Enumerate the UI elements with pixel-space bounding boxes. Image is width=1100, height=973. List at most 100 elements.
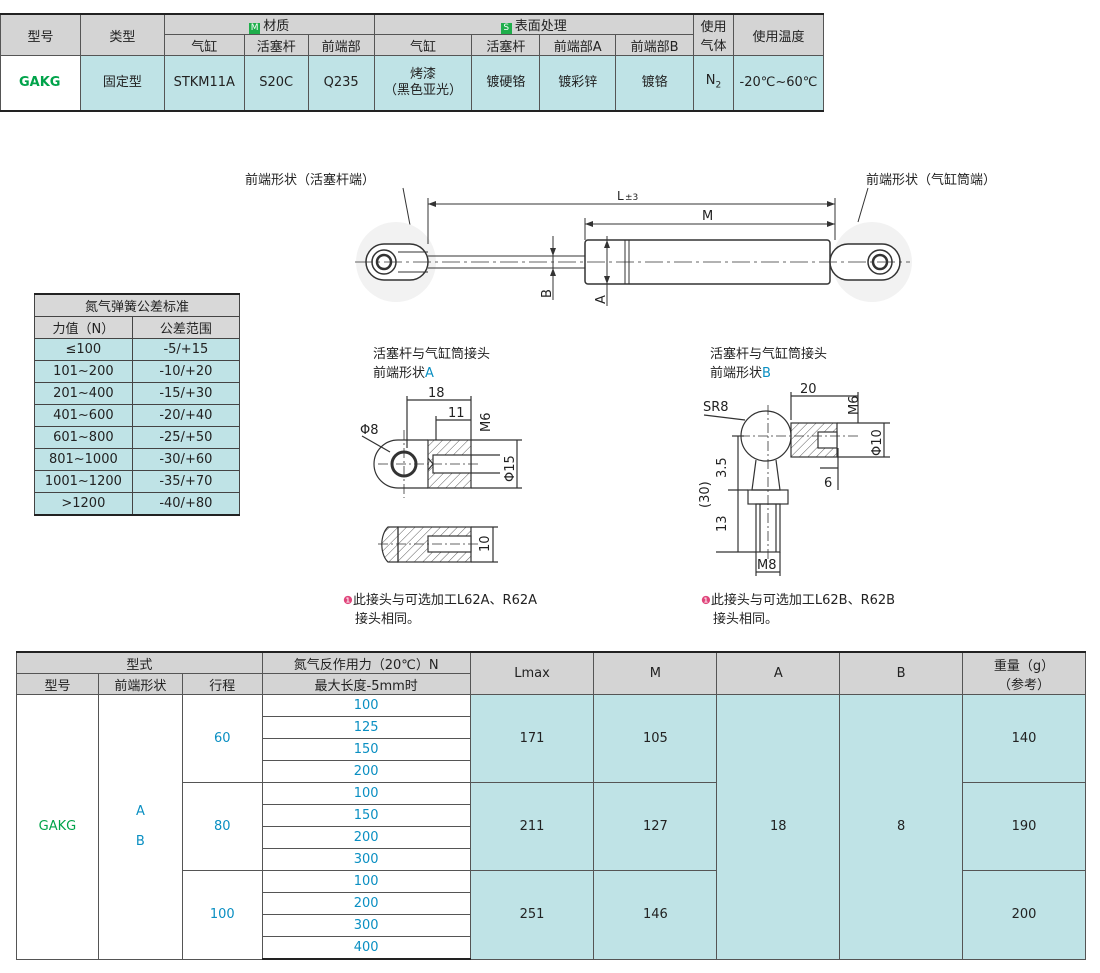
info-icon: ❶ <box>343 594 353 607</box>
header-force-sub: 最大长度-5mm时 <box>261 673 471 695</box>
jointB-dim-30: (30) <box>698 481 713 508</box>
spec-surf-rod-cell: 镀硬铬 <box>471 55 541 112</box>
tolerance-header-force: 力值（N） <box>34 316 133 339</box>
m-cell: 146 <box>593 870 718 960</box>
header-front-shape: 前端形状 <box>97 673 183 695</box>
tolerance-force: 601~800 <box>34 426 133 449</box>
force-cell: 150 <box>261 738 471 761</box>
m-cell: 127 <box>593 782 718 871</box>
force-cell: 200 <box>261 826 471 849</box>
spec-header-surf-cyl: 气缸 <box>373 34 473 56</box>
tolerance-range: -30/+60 <box>131 448 241 471</box>
lmax-cell: 171 <box>469 694 595 783</box>
stroke-cell: 100 <box>181 870 263 960</box>
tolerance-range: -15/+30 <box>131 382 241 405</box>
jointA-dim-phi8: Φ8 <box>360 423 379 438</box>
model-cell: GAKG <box>16 694 99 960</box>
header-model: 型号 <box>16 673 99 695</box>
force-cell: 100 <box>261 870 471 893</box>
lmax-cell: 211 <box>469 782 595 871</box>
b-cell: 8 <box>839 694 964 960</box>
tolerance-range: -25/+50 <box>131 426 241 449</box>
force-cell: 150 <box>261 804 471 827</box>
force-cell: 300 <box>261 848 471 871</box>
header-b: B <box>839 651 964 695</box>
jointA-dim-10: 10 <box>478 535 493 552</box>
jointA-dim-18: 18 <box>428 386 445 401</box>
dim-A: A <box>594 295 609 304</box>
spec-surf-frontb-cell: 镀铬 <box>615 55 694 112</box>
weight-cell: 190 <box>962 782 1086 871</box>
weight-cell: 140 <box>962 694 1086 783</box>
tolerance-range: -5/+15 <box>131 338 241 361</box>
header-lmax: Lmax <box>469 651 595 695</box>
spec-mat-front-cell: Q235 <box>307 55 375 112</box>
spec-header-model: 型号 <box>0 13 81 56</box>
header-a: A <box>716 651 841 695</box>
spec-model-cell: GAKG <box>0 55 81 112</box>
jointB-dim-m8: M8 <box>757 558 777 573</box>
tolerance-force: 401~600 <box>34 404 133 427</box>
jointB-dim-sr8: SR8 <box>703 400 729 415</box>
spec-mat-cyl-cell: STKM11A <box>163 55 245 112</box>
jointB-dim-6: 6 <box>824 476 832 491</box>
tolerance-force: 801~1000 <box>34 448 133 471</box>
dim-B: B <box>540 289 555 298</box>
tolerance-force: 1001~1200 <box>34 470 133 493</box>
a-cell: 18 <box>716 694 841 960</box>
spec-header-mat-cyl: 气缸 <box>163 34 245 56</box>
spec-surf-cyl-cell: 烤漆（黑色亚光） <box>373 55 473 112</box>
tolerance-range: -10/+20 <box>131 360 241 383</box>
tolerance-force: 201~400 <box>34 382 133 405</box>
spec-header-surf-fronta: 前端部A <box>539 34 617 56</box>
jointB-note: ❶此接头与可选加工L62B、R62B 接头相同。 <box>701 593 896 627</box>
header-m: M <box>593 651 718 695</box>
spec-header-type: 类型 <box>79 13 165 56</box>
jointB-dim-phi10: Φ10 <box>870 429 885 456</box>
spec-header-mat-front: 前端部 <box>307 34 375 56</box>
surface-badge-icon: S <box>500 23 512 34</box>
tolerance-force: >1200 <box>34 492 133 516</box>
tolerance-header-range: 公差范围 <box>131 316 241 339</box>
header-form: 型式 <box>16 651 263 674</box>
spec-surf-fronta-cell: 镀彩锌 <box>539 55 617 112</box>
jointB-dim-20: 20 <box>800 382 817 397</box>
stroke-cell: 60 <box>181 694 263 783</box>
force-cell: 100 <box>261 782 471 805</box>
tolerance-range: -20/+40 <box>131 404 241 427</box>
spec-header-gas: 使用气体 <box>693 13 734 56</box>
jointB-dim-13: 13 <box>715 515 730 532</box>
header-force: 氮气反作用力（20℃）N <box>261 651 471 674</box>
jointA-title: 活塞杆与气缸筒接头 前端形状A <box>373 347 491 381</box>
jointB-dim-m6: M6 <box>847 396 862 416</box>
tolerance-title: 氮气弹簧公差标准 <box>34 293 240 317</box>
force-cell: 200 <box>261 892 471 915</box>
tolerance-range: -35/+70 <box>131 470 241 493</box>
force-cell: 200 <box>261 760 471 783</box>
spec-temp-cell: -20℃~60℃ <box>732 55 825 112</box>
label-front-rod: 前端形状（活塞杆端） <box>245 172 375 188</box>
spec-gas-cell: N2 <box>693 55 734 112</box>
info-icon: ❶ <box>701 594 711 607</box>
jointA-drawing: 18 11 M6 Φ8 Φ15 10 <box>360 386 522 563</box>
jointA-dim-m6: M6 <box>479 413 494 433</box>
label-front-cyl: 前端形状（气缸筒端） <box>866 172 996 188</box>
spec-header-surf-rod: 活塞杆 <box>471 34 541 56</box>
gas-spring-drawing: 前端形状（活塞杆端） 前端形状（气缸筒端） L ±3 M B A <box>245 172 996 306</box>
jointB-dim-3-5: 3.5 <box>715 457 730 478</box>
spec-type-cell: 固定型 <box>79 55 165 112</box>
spec-header-surf-frontb: 前端部B <box>615 34 694 56</box>
force-cell: 400 <box>261 936 471 960</box>
force-cell: 100 <box>261 694 471 717</box>
jointA-dim-11: 11 <box>448 406 465 421</box>
jointB-title: 活塞杆与气缸筒接头 前端形状B <box>710 347 828 381</box>
dim-L-tol: ±3 <box>625 193 638 203</box>
weight-cell: 200 <box>962 870 1086 960</box>
tolerance-force: ≤100 <box>34 338 133 361</box>
header-weight: 重量（g）（参考） <box>962 651 1086 695</box>
spec-header-temp: 使用温度 <box>732 13 825 56</box>
jointA-note: ❶此接头与可选加工L62A、R62A 接头相同。 <box>343 593 538 627</box>
